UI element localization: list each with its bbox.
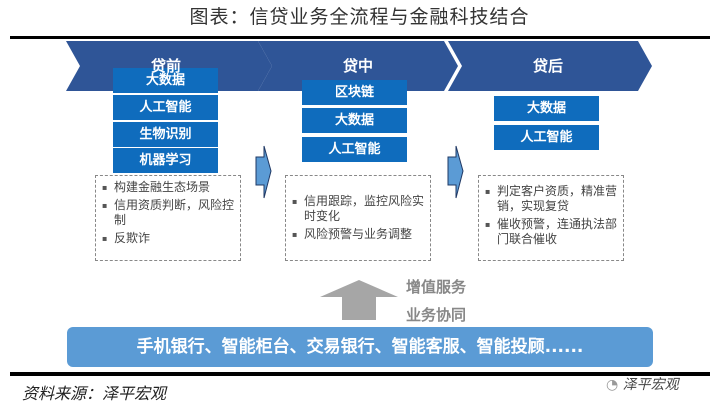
figure-title: 图表：信贷业务全流程与金融科技结合 xyxy=(189,6,530,28)
tech-tag: 人工智能 xyxy=(302,137,407,162)
point-item: 风险预警与业务调整 xyxy=(292,227,426,242)
tech-tag: 区块链 xyxy=(302,80,407,105)
source-note: 资料来源：泽平宏观 xyxy=(22,384,167,403)
channels-bar: 手机银行、智能柜台、交易银行、智能客服、智能投顾...... xyxy=(67,327,653,367)
tech-tag: 大数据 xyxy=(302,108,407,133)
stage-chevron-in-loan: 贷中 xyxy=(258,41,458,91)
watermark: ◔ 泽平宏观 xyxy=(606,374,679,394)
point-item: 反欺诈 xyxy=(102,231,236,246)
right-arrow-icon xyxy=(255,145,272,199)
stage-chevron-post-loan: 贷后 xyxy=(448,41,652,91)
watermark-text: 泽平宏观 xyxy=(622,377,679,393)
arrow-label: 业务协同 xyxy=(406,306,467,324)
stage-label: 贷后 xyxy=(532,57,563,75)
arrow-label: 增值服务 xyxy=(406,278,467,296)
bottom-rule xyxy=(10,372,710,376)
stage-label: 贷中 xyxy=(342,57,373,75)
tech-tag: 大数据 xyxy=(113,68,218,93)
point-item: 信用资质判断，风险控制 xyxy=(102,198,236,228)
stage-label: 贷前 xyxy=(150,57,181,75)
stage-chevron-pre-loan: 贷前 xyxy=(66,41,272,91)
point-item: 信用跟踪，监控风险实时变化 xyxy=(292,194,426,224)
tech-tag: 人工智能 xyxy=(113,95,218,120)
point-item: 判定客户资质，精准营销，实现复贷 xyxy=(485,184,619,214)
stage-points-box: 构建金融生态场景 信用资质判断，风险控制 反欺诈 xyxy=(95,175,241,261)
tech-tag: 机器学习 xyxy=(113,148,218,173)
tech-tag: 生物识别 xyxy=(113,122,218,147)
point-item: 催收预警，连通执法部门联合催收 xyxy=(485,217,619,247)
point-item: 构建金融生态场景 xyxy=(102,180,236,195)
up-arrow-icon xyxy=(320,280,398,320)
top-rule xyxy=(10,36,710,39)
stage-points-box: 判定客户资质，精准营销，实现复贷 催收预警，连通执法部门联合催收 xyxy=(478,175,624,261)
stage-points-box: 信用跟踪，监控风险实时变化 风险预警与业务调整 xyxy=(285,175,431,261)
tech-tag: 人工智能 xyxy=(494,125,599,150)
right-arrow-icon xyxy=(447,145,464,199)
wechat-icon: ◔ xyxy=(606,377,619,393)
tech-tag: 大数据 xyxy=(494,96,599,121)
